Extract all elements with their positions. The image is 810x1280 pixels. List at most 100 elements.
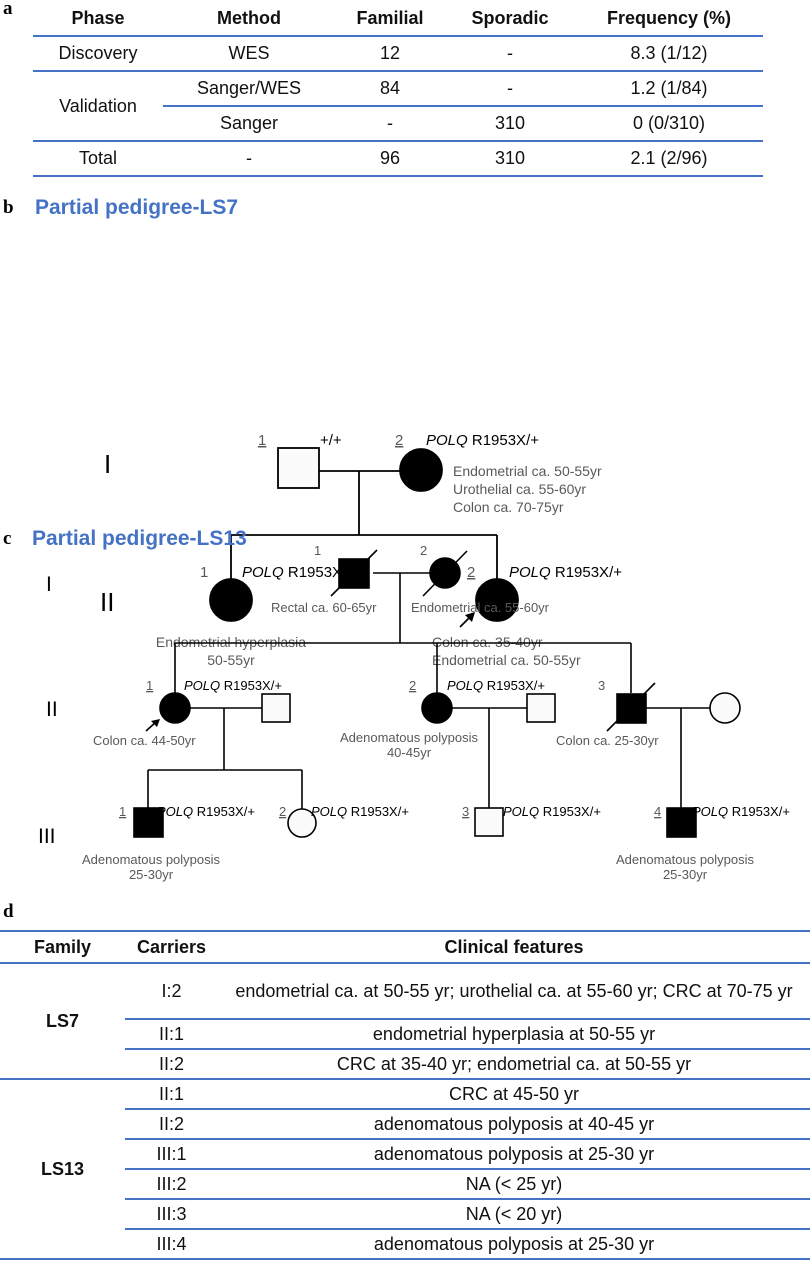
female-affected-symbol — [209, 578, 253, 622]
cell-carrier: III:2 — [125, 1169, 218, 1200]
genotype-label: POLQ R1953X/+ — [509, 564, 622, 581]
female-unaffected-symbol — [709, 692, 741, 724]
header-sporadic: Sporadic — [445, 2, 575, 37]
pedigree-ls13: I II III 1 2 Rectal ca. 60-65yr Endometr… — [38, 543, 790, 882]
cell-method: - — [163, 141, 335, 177]
table-row: III:1 adenomatous polyposis at 25-30 yr — [0, 1139, 810, 1170]
table-row: Validation Sanger/WES 84 - 1.2 (1/84) — [33, 71, 763, 142]
proband-arrowhead-icon — [151, 719, 160, 727]
panel-d-letter: d — [3, 901, 14, 922]
cell-features: NA (< 25 yr) — [218, 1169, 810, 1200]
male-affected-deceased-symbol — [616, 693, 647, 724]
cell-carrier: I:2 — [125, 963, 218, 1020]
header-family: Family — [0, 930, 125, 964]
cell-features: NA (< 20 yr) — [218, 1199, 810, 1230]
cell-phase: Validation — [33, 71, 163, 142]
cell-features: adenomatous polyposis at 25-30 yr — [218, 1229, 810, 1260]
cell-features: CRC at 35-40 yr; endometrial ca. at 50-5… — [218, 1049, 810, 1080]
phenotype-label: Rectal ca. 60-65yr — [271, 600, 377, 615]
genotype-label: POLQ R1953X/+ — [692, 804, 790, 819]
cell-features: endometrial ca. at 50-55 yr; urothelial … — [218, 963, 810, 1020]
cell-familial: - — [335, 106, 445, 142]
cell-sporadic: - — [445, 36, 575, 72]
male-unaffected-symbol — [277, 447, 320, 489]
table-row: Discovery WES 12 - 8.3 (1/12) — [33, 36, 763, 72]
individual-number: 3 — [598, 678, 605, 693]
header-frequency: Frequency (%) — [575, 2, 763, 37]
female-affected-symbol — [399, 448, 443, 492]
cell-sporadic: 310 — [445, 106, 575, 142]
proband-arrowhead-icon — [465, 612, 475, 622]
cell-frequency: 8.3 (1/12) — [575, 36, 763, 72]
male-affected-symbol — [133, 807, 164, 838]
panel-d-table: Family Carriers Clinical features LS7 I:… — [0, 930, 810, 1260]
male-unaffected-symbol — [474, 807, 504, 837]
individual-number: 1 — [119, 804, 126, 819]
genotype-label: POLQ R1953X/+ — [447, 678, 545, 693]
phenotype-label: Endometrial ca. 50-55yr — [432, 652, 581, 668]
genotype-label: +/+ — [320, 432, 342, 449]
female-unaffected-symbol — [287, 808, 317, 838]
generation-label: II — [100, 587, 114, 617]
deceased-slash — [606, 682, 656, 732]
panel-b-letter: b — [3, 197, 14, 218]
phenotype-label: Endometrial hyperplasia — [156, 634, 306, 650]
individual-number: 2 — [420, 543, 427, 558]
panel-a-table: Phase Method Familial Sporadic Frequency… — [33, 2, 763, 177]
cell-features: adenomatous polyposis at 40-45 yr — [218, 1109, 810, 1140]
table-row: Sanger - 310 0 (0/310) — [33, 106, 763, 142]
cell-phase: Discovery — [33, 36, 163, 72]
deceased-slash — [330, 549, 378, 597]
cell-carrier: II:2 — [125, 1049, 218, 1080]
genotype-label: POLQ R1953X/+ — [503, 804, 601, 819]
cell-features: CRC at 45-50 yr — [218, 1079, 810, 1110]
table-row: Total - 96 310 2.1 (2/96) — [33, 141, 763, 177]
phenotype-label: Colon ca. 70-75yr — [453, 499, 564, 515]
cell-frequency: 1.2 (1/84) — [575, 71, 763, 107]
table-row: III:4 adenomatous polyposis at 25-30 yr — [0, 1229, 810, 1260]
pedigree-ls7: I II 1 +/+ 2 POLQ R1953X/+ Endometrial c… — [100, 432, 622, 668]
table-row: II:2 adenomatous polyposis at 40-45 yr — [0, 1109, 810, 1140]
cell-phase: Total — [33, 141, 163, 177]
header-clinical-features: Clinical features — [218, 930, 810, 964]
cell-method: WES — [163, 36, 335, 72]
individual-number: 4 — [654, 804, 661, 819]
cell-carrier: II:2 — [125, 1109, 218, 1140]
female-affected-symbol — [475, 578, 519, 622]
header-method: Method — [163, 2, 335, 37]
table-row: II:2 CRC at 35-40 yr; endometrial ca. at… — [0, 1049, 810, 1080]
individual-number: 2 — [409, 678, 416, 693]
table-row: LS13 II:1 CRC at 45-50 yr — [0, 1079, 810, 1260]
cell-sporadic: - — [445, 71, 575, 107]
phenotype-label: Adenomatous polyposis — [616, 852, 755, 867]
table-header-row: Family Carriers Clinical features — [0, 930, 810, 964]
male-unaffected-symbol — [261, 693, 291, 723]
phenotype-label: Colon ca. 25-30yr — [556, 733, 659, 748]
header-familial: Familial — [335, 2, 445, 37]
phenotype-label: Adenomatous polyposis — [340, 730, 479, 745]
table-header-row: Phase Method Familial Sporadic Frequency… — [33, 2, 763, 37]
deceased-slash — [422, 550, 468, 597]
genotype-label: POLQ R1953X/+ — [184, 678, 282, 693]
generation-label: III — [38, 825, 56, 848]
cell-method: Sanger — [163, 106, 335, 142]
table-row: III:3 NA (< 20 yr) — [0, 1199, 810, 1230]
individual-number: 1 — [314, 543, 321, 558]
panel-a-letter: a — [3, 0, 13, 19]
individual-number: 3 — [462, 804, 469, 819]
table-row: II:1 endometrial hyperplasia at 50-55 yr — [0, 1019, 810, 1050]
cell-carrier: III:4 — [125, 1229, 218, 1260]
female-affected-symbol — [159, 692, 191, 724]
individual-number: 1 — [146, 678, 153, 693]
female-affected-symbol — [421, 692, 453, 724]
male-affected-symbol — [666, 807, 697, 838]
table-row: III:2 NA (< 25 yr) — [0, 1169, 810, 1200]
male-unaffected-symbol — [526, 693, 556, 723]
cell-features: endometrial hyperplasia at 50-55 yr — [218, 1019, 810, 1050]
cell-familial: 96 — [335, 141, 445, 177]
cell-carrier: II:1 — [125, 1019, 218, 1050]
phenotype-label: Colon ca. 44-50yr — [93, 733, 196, 748]
phenotype-label: 50-55yr — [207, 652, 255, 668]
genotype-label: POLQ R1953X/+ — [426, 432, 539, 449]
individual-number: 1 — [258, 432, 266, 449]
